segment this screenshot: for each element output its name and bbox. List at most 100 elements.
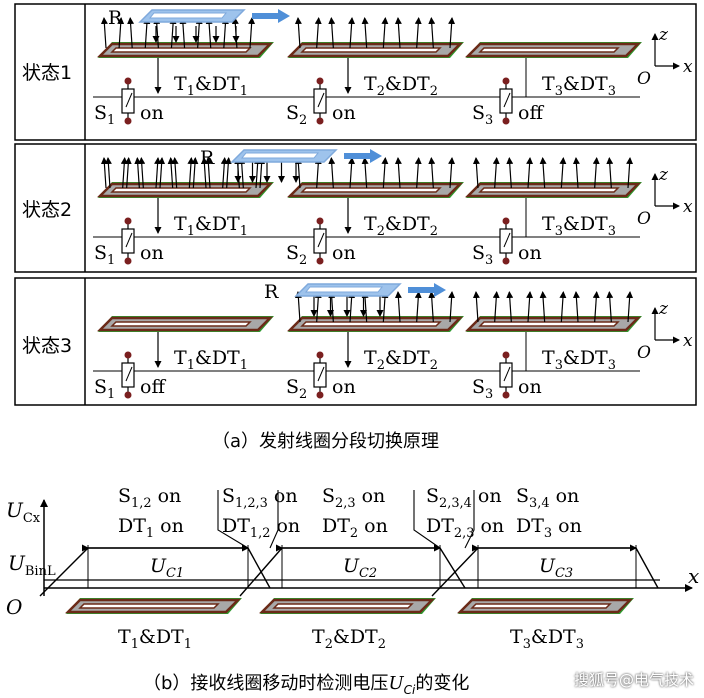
switch-dot-top [316,77,324,85]
label-main: &DT [195,213,240,235]
field-arrow [124,157,132,189]
label-sub: 3 [555,224,563,239]
label-main: &DT [563,347,608,369]
field-arrow [127,17,135,49]
label-sub: 3,4 [529,496,550,511]
b-coil-label-3: T3&DT3 [510,626,584,652]
coil-1 [96,182,274,198]
coil-slot [110,47,252,53]
switch-status-1: off [140,376,166,398]
axes-3: zxO [637,299,693,363]
axis-origin-label: O [637,343,651,363]
field-arrow [414,291,422,323]
field-arrow [314,17,322,49]
field-arrow [314,157,322,189]
field-arrow [492,291,500,323]
label-main: S [286,376,299,398]
b-coil-3 [456,598,634,614]
field-arrow [428,17,436,49]
label-main: S [472,102,485,124]
y-axis-label: UCx [6,498,41,526]
field-arrows-coil-2 [294,291,456,323]
coil-slot [110,187,252,193]
coil-label-1: T1&DT1 [174,213,248,239]
motion-arrow [408,283,446,297]
label-sub: 2 [299,113,307,128]
annotation-line2: DT3 on [516,515,582,541]
annotation-line1: S1,2 on [118,485,181,511]
switch-label-1: S1 [94,242,115,268]
switch-label-1: S1 [94,376,115,402]
field-arrow [238,157,246,189]
field-arrows-coil-3 [472,157,634,189]
caption-a: （a）发射线圈分段切换原理 [212,431,439,452]
coil-slot [478,47,620,53]
coil-slot [300,321,442,327]
coil-2 [286,316,464,332]
switch-label-2: S2 [286,242,307,268]
receiver-flux-arrows [152,26,240,43]
label-sub: 2,3 [454,526,475,541]
label-sub: 1 [240,358,248,373]
field-arrow [414,17,422,49]
label-main: T [174,73,187,95]
field-arrow [448,157,456,189]
field-arrow [153,17,161,49]
label-sub: 2 [299,387,307,402]
label-main: DT [426,515,454,537]
coil-slot [272,603,414,609]
switch-blade [125,92,133,108]
label-main: S [94,376,107,398]
switch-status-3: on [518,242,542,264]
axes-1: zxO [637,25,693,89]
switch-box [499,362,513,388]
label-sub: 2 [377,224,385,239]
label-sub: 1 [240,224,248,239]
switch-dot-top [502,217,510,225]
switch-1 [121,77,135,125]
axes-2: zxO [637,165,693,229]
label-main: T [174,347,187,369]
switch-status-2: on [332,102,356,124]
label-suffix: on [152,485,182,507]
annotation-line1: S2,3,4 on [426,485,502,511]
label-sub: 1 [146,526,154,541]
label-sub: 3 [485,113,493,128]
field-arrow [428,291,436,323]
switch-1 [121,351,135,399]
watermark: 搜狐号@电气技术 [573,671,694,689]
label-sub: 1 [107,387,115,402]
field-arrows-coil-1-left [100,157,262,189]
segment-label-3: UC3 [539,555,573,581]
threshold-label: UBinL [8,551,56,579]
switch-dot-bottom [316,257,324,265]
axis-origin-label: O [637,209,651,229]
field-arrow [200,157,208,189]
coil-label-2: T2&DT2 [364,73,438,99]
switch-label-3: S3 [472,242,493,268]
label-sub: 1 [240,84,248,99]
switch-3 [499,217,513,265]
receiver-flux-arrows [310,294,384,317]
x-axis-label: x [688,564,699,588]
field-arrow [448,291,456,323]
label-main: T [542,73,555,95]
label-main: U [343,555,360,577]
switch-blade [125,232,133,248]
coil-2 [286,42,464,58]
label-main: &DT [563,73,608,95]
switch-box [313,228,327,254]
field-arrow [179,17,187,49]
coil-slot [300,47,442,53]
switch-1 [121,217,135,265]
switch-2 [313,217,327,265]
receiver-coil [294,283,446,297]
receiver-slot [240,152,320,159]
label-main: S [286,242,299,264]
field-arrow [134,157,142,189]
field-arrow [626,291,634,323]
field-arrow [171,157,179,189]
